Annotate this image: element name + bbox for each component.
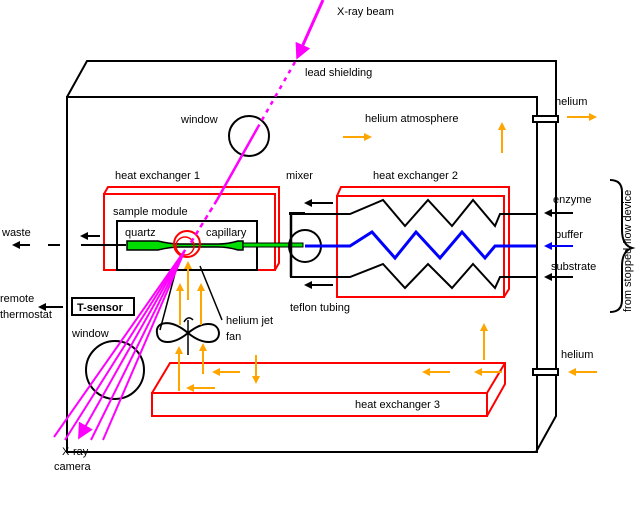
xray-beam (188, 0, 325, 245)
window-top (228, 115, 270, 157)
enclosure-box (66, 60, 557, 453)
helium-inlet-port (532, 368, 559, 376)
label-teflon-tubing: teflon tubing (290, 302, 350, 314)
label-xray-beam: X-ray beam (337, 6, 394, 18)
label-waste: waste (1, 227, 31, 239)
label-heat-exchanger-3: heat exchanger 3 (355, 399, 440, 411)
label-sample-module: sample module (113, 206, 188, 218)
label-lead-shielding: lead shielding (305, 67, 372, 79)
label-xray-camera-2: camera (54, 461, 92, 473)
label-from-stopped-flow: from stopped-flow device (622, 190, 634, 312)
label-capillary: capillary (206, 227, 247, 239)
diffracted-rays (53, 249, 186, 441)
heat-exchanger-3 (151, 362, 506, 417)
quartz-capillary (126, 240, 304, 251)
buffer-line (305, 229, 536, 261)
label-window-top: window (180, 114, 218, 126)
label-buffer: buffer (555, 229, 583, 241)
t-sensor-box (71, 297, 135, 316)
label-helium-jet: helium jet (226, 315, 273, 327)
helium-outlet-port (532, 115, 559, 123)
label-enzyme: enzyme (553, 194, 592, 206)
label-fan: fan (226, 331, 241, 343)
helium-flow-arrows (175, 113, 597, 392)
label-helium-atmosphere: helium atmosphere (365, 113, 459, 125)
label-heat-exchanger-2: heat exchanger 2 (373, 170, 458, 182)
heat-exchanger-2 (336, 186, 510, 298)
label-thermostat: thermostat (0, 309, 52, 321)
fan-rotation-icon (183, 317, 194, 323)
beam-spot-circle-outer (173, 230, 201, 258)
substrate-line (290, 262, 536, 290)
label-helium-in: helium (561, 349, 593, 361)
label-t-sensor: T-sensor (77, 302, 124, 314)
beam-spot-circle-inner (175, 236, 195, 256)
label-xray-camera-1: X-ray (62, 446, 89, 458)
label-quartz: quartz (125, 227, 156, 239)
window-bottom (85, 340, 145, 400)
enclosure-back-edges (66, 60, 557, 453)
label-remote: remote (0, 293, 34, 305)
jet-cone-right (199, 265, 223, 321)
label-window-bottom: window (71, 328, 109, 340)
enclosure-front (66, 96, 538, 453)
label-helium-out: helium (555, 96, 587, 108)
label-heat-exchanger-1: heat exchanger 1 (115, 170, 200, 182)
label-substrate: substrate (551, 261, 596, 273)
stopped-flow-brace (609, 179, 636, 313)
fan (155, 317, 221, 355)
label-mixer: mixer (286, 170, 313, 182)
